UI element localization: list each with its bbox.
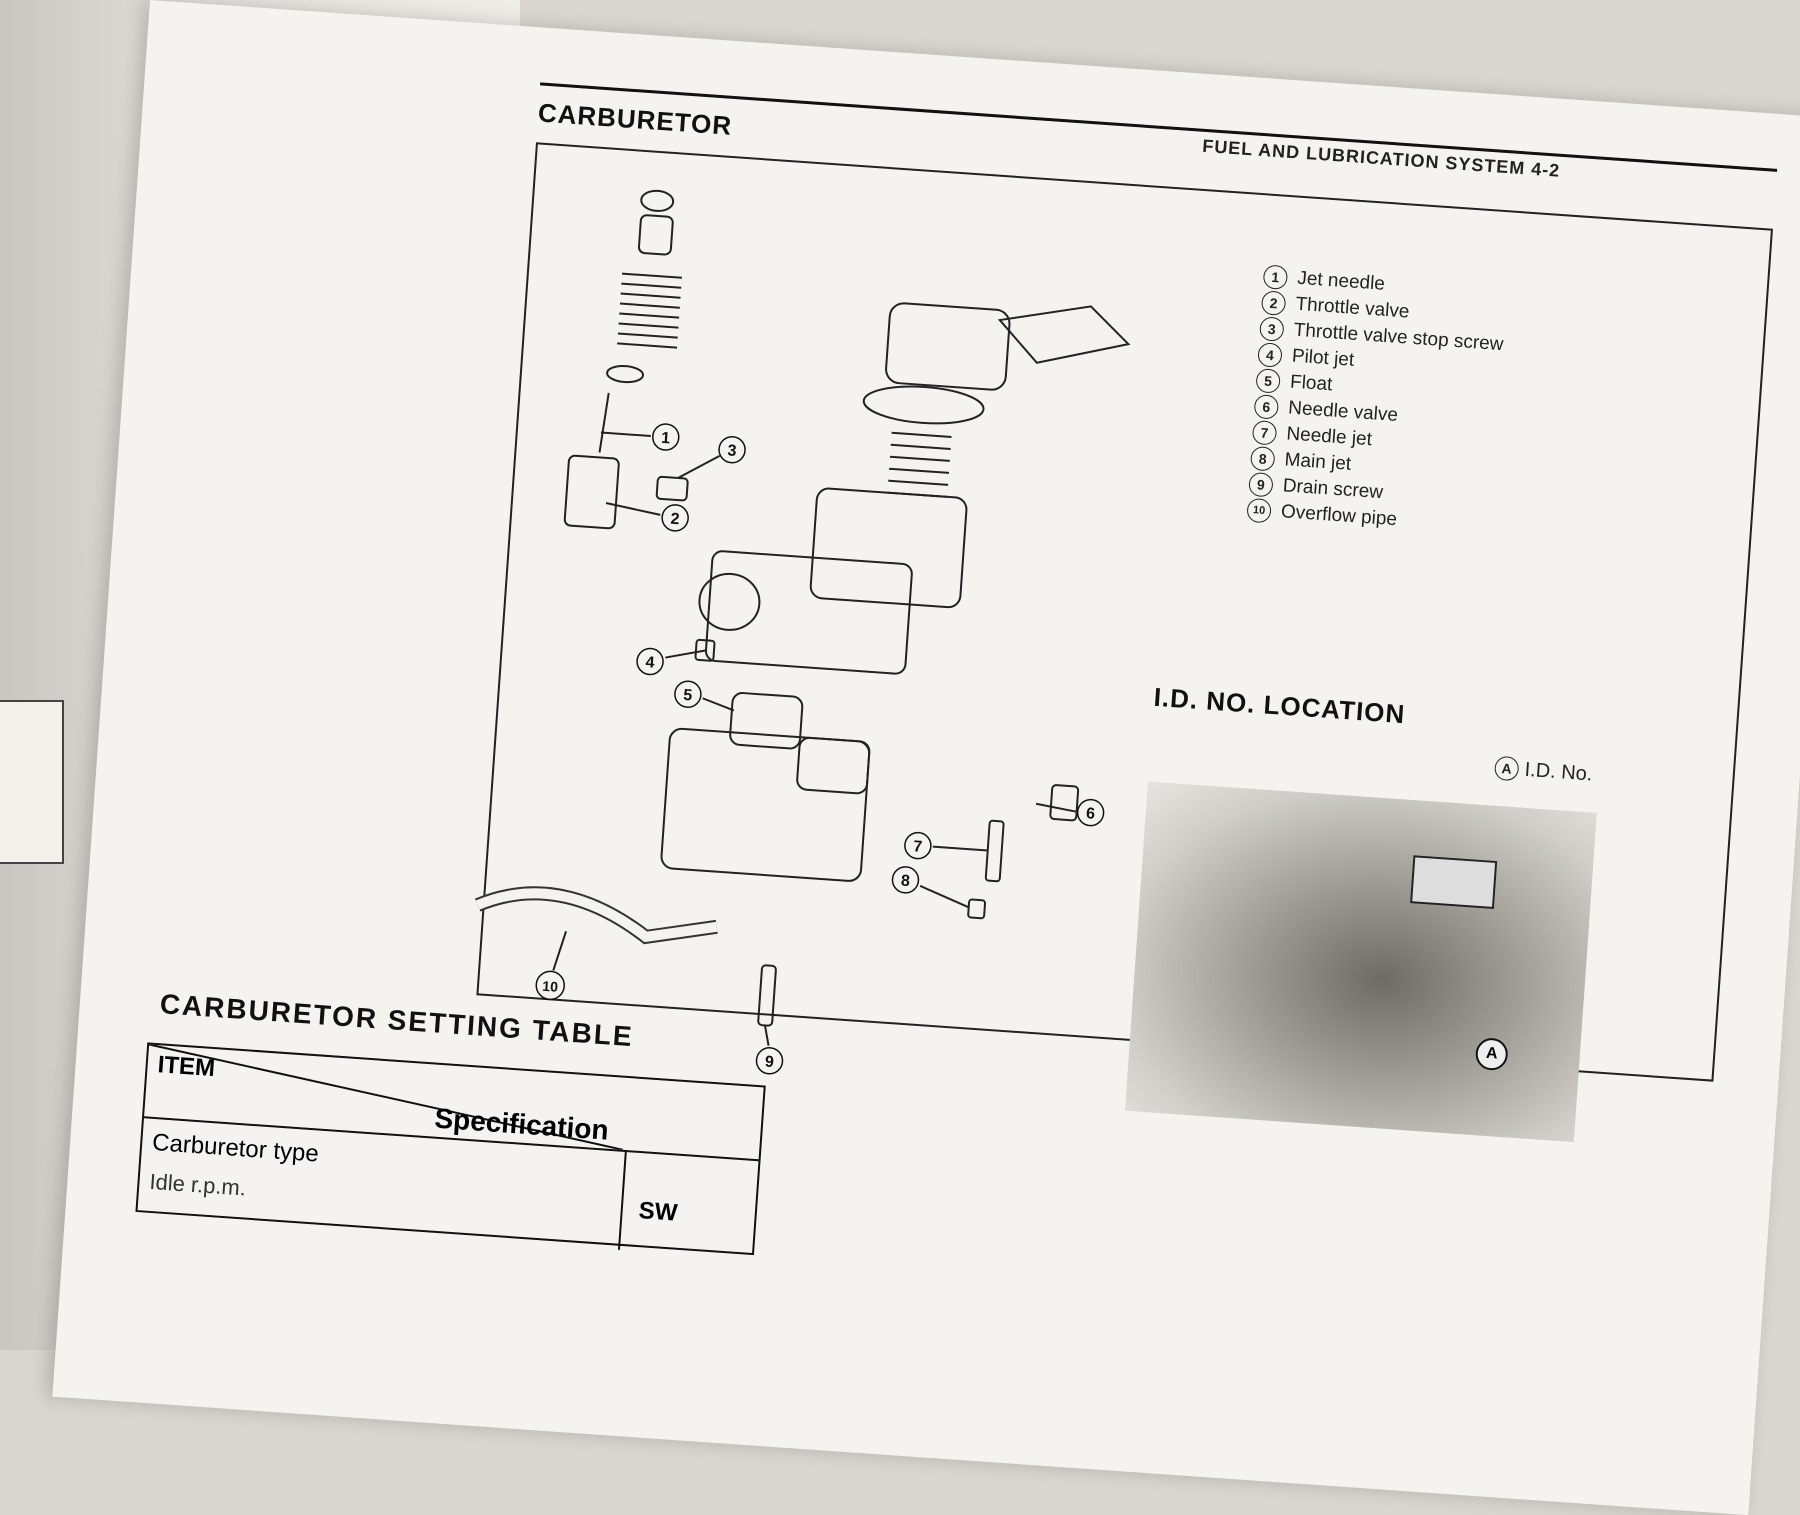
leader-line-2: [605, 502, 661, 516]
diagram-part-float-right: [796, 736, 871, 795]
callout-2: 2: [661, 504, 689, 532]
diagram-part-cap-body: [637, 214, 674, 256]
diagram-part-float-left: [729, 692, 804, 750]
svg-text:2: 2: [670, 511, 680, 529]
diagram-part-piston-spring: [887, 431, 952, 498]
diagram-part-spring: [617, 272, 682, 349]
diagram-part-needle-valve: [1049, 784, 1080, 822]
svg-text:4: 4: [645, 654, 655, 672]
legend-label: Pilot jet: [1291, 345, 1355, 371]
diagram-part-vacuum-chamber: [809, 487, 968, 609]
diagram-part-overflow-pipe-inner: [475, 888, 718, 943]
callout-5: 5: [674, 680, 702, 708]
diagram-part-throttle-valve: [563, 454, 620, 530]
diagram-part-pilot-jet: [694, 638, 716, 662]
diagram-part-float-bowl: [660, 727, 871, 882]
leader-line-3: [677, 454, 721, 479]
legend-number: 8: [1249, 445, 1276, 472]
callout-9: 9: [755, 1047, 784, 1075]
svg-text:8: 8: [900, 873, 910, 891]
setting-table: ITEM Specification Carburetor type Idle …: [135, 1042, 766, 1256]
diagram-part-top-cover: [885, 302, 1011, 391]
photo-marker: A: [1474, 1037, 1509, 1072]
leader-line-5: [702, 697, 735, 712]
header-diagonal: [148, 1044, 624, 1150]
leader-line-8: [919, 884, 970, 909]
carburetor-exploded-diagram: 1 2 3 4 5 6 7 8 9 10: [474, 189, 1131, 1075]
table-row-label: Idle r.p.m.: [148, 1168, 247, 1201]
svg-text:3: 3: [727, 442, 737, 460]
manual-page: CARBURETOR FUEL AND LUBRICATION SYSTEM 4…: [52, 0, 1800, 1515]
id-label-text: I.D. No.: [1523, 758, 1594, 785]
svg-text:9: 9: [764, 1054, 774, 1072]
left-page-box: [0, 700, 64, 864]
legend-number: 4: [1257, 342, 1283, 368]
svg-text:5: 5: [683, 687, 693, 705]
carburetor-photo: A: [1124, 781, 1597, 1143]
header-item: ITEM: [156, 1051, 216, 1083]
legend-number: 9: [1248, 471, 1274, 498]
table-right-header: SW: [637, 1197, 679, 1227]
legend-label: Main jet: [1283, 449, 1352, 475]
diagram-part-drain-screw: [757, 964, 777, 1027]
id-marker: A: [1493, 755, 1520, 782]
diagram-part-main-jet: [967, 898, 987, 920]
diagram-part-diaphragm: [862, 385, 985, 425]
legend-label: Jet needle: [1296, 267, 1386, 295]
legend-label: Float: [1289, 371, 1334, 396]
leader-line-10: [552, 930, 568, 971]
legend-number: 1: [1262, 264, 1289, 290]
svg-text:10: 10: [542, 978, 559, 995]
svg-text:7: 7: [913, 838, 923, 856]
leader-line-4: [665, 649, 707, 659]
legend-number: 10: [1246, 497, 1272, 524]
legend-number: 7: [1251, 419, 1278, 446]
callout-3: 3: [718, 435, 746, 464]
diagram-part-cable-elbow: [997, 305, 1131, 364]
diagram-part-stop-screw: [655, 475, 689, 502]
diagram-part-cap: [640, 189, 675, 212]
table-row-label: Carburetor type: [151, 1128, 320, 1168]
leader-line-1: [600, 431, 651, 437]
callout-1: 1: [652, 423, 680, 451]
callout-4: 4: [636, 647, 664, 676]
legend-label: Needle jet: [1285, 423, 1373, 451]
leader-line-7: [932, 845, 988, 852]
legend-number: 6: [1253, 394, 1280, 420]
svg-text:1: 1: [661, 430, 671, 448]
legend-number: 5: [1255, 368, 1281, 394]
callout-8: 8: [891, 866, 920, 894]
diagram-part-body: [704, 550, 913, 675]
callout-10: 10: [535, 970, 565, 1001]
leader-line-6: [1035, 802, 1076, 813]
callout-6: 6: [1076, 798, 1105, 827]
leader-line-9: [763, 1025, 770, 1046]
callout-7: 7: [904, 831, 932, 860]
id-plate: [1410, 855, 1498, 909]
diagram-part-clip: [606, 364, 645, 384]
svg-text:6: 6: [1085, 805, 1095, 823]
table-divider: [617, 1149, 627, 1250]
legend-number: 2: [1260, 290, 1287, 316]
diagram-part-needle: [598, 392, 610, 453]
legend-number: 3: [1258, 316, 1285, 342]
diagram-part-needle-jet: [984, 819, 1005, 883]
diagram-part-intake-bore: [698, 572, 761, 631]
